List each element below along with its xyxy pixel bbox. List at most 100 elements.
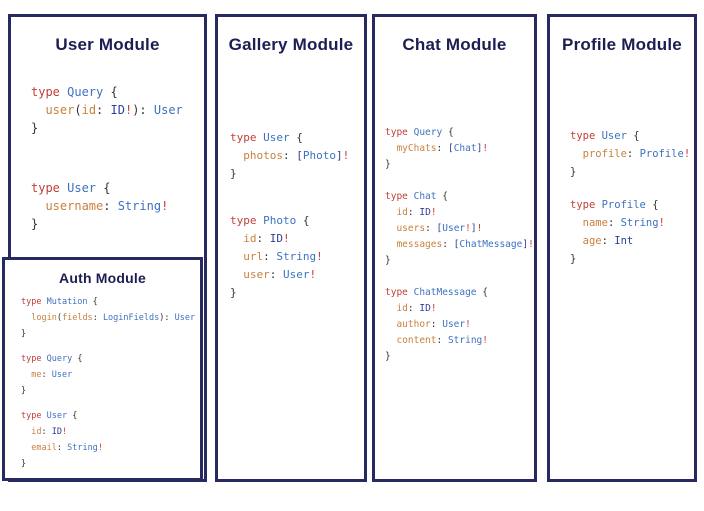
code-token-ty: Query: [46, 354, 78, 364]
code-token-pn: :: [41, 427, 52, 437]
code-token-bi: ID: [419, 207, 431, 218]
code-token-pn: }: [570, 166, 577, 178]
code-line: type Query {: [385, 125, 534, 141]
code-token-bang: !: [342, 149, 350, 162]
code-token-pn: :: [96, 103, 111, 117]
code-token-pn: }: [31, 217, 39, 231]
code-token-ty: Chat: [413, 191, 443, 202]
code-token-pn: [385, 223, 396, 234]
code-token-bi: [: [436, 223, 443, 234]
code-token-pn: [570, 217, 583, 229]
code-token-fld: photos: [243, 149, 283, 162]
code-token-pn: [230, 232, 243, 245]
code-token-bang: !: [62, 427, 68, 437]
code-line: me: User: [21, 367, 200, 383]
code-line: }: [385, 253, 534, 269]
code-token-bang: !: [430, 207, 437, 218]
code-line: type Profile {: [570, 196, 694, 214]
code-token-fld: login: [31, 313, 57, 323]
code-line: id: ID!: [230, 230, 364, 248]
code-token-ty: User: [263, 131, 297, 144]
code-token-pn: }: [21, 459, 27, 469]
code-token-bang: !: [161, 199, 169, 213]
code-line: }: [21, 383, 200, 399]
code-token-pn: :: [425, 223, 437, 234]
code-token-pn: :: [269, 268, 283, 281]
code-token-bang: !: [430, 303, 437, 314]
code-token-pn: }: [21, 386, 27, 396]
code-token-fld: user: [45, 103, 75, 117]
code-block: type ChatMessage { id: ID! author: User!…: [385, 285, 534, 365]
code-token-ty: User: [153, 103, 183, 117]
code-token-ty: LoginFields: [102, 313, 160, 323]
code-line: email: String!: [21, 440, 200, 456]
code-line: type User {: [21, 408, 200, 424]
code-line: }: [31, 215, 204, 233]
code-block: type Query { user(id: ID!): User}: [31, 83, 204, 137]
code-token-fld: profile: [582, 148, 627, 160]
code-line: user: User!: [230, 266, 364, 284]
code-token-ty: ChatMessage: [413, 287, 483, 298]
code-token-bi: ]: [476, 143, 483, 154]
code-token-fld: id: [31, 427, 42, 437]
code-token-ty: User: [442, 319, 466, 330]
code-token-pn: [21, 370, 31, 380]
code-token-kw: type: [570, 130, 602, 142]
code-token-ty: Photo: [302, 149, 336, 162]
code-token-ty: Query: [413, 127, 448, 138]
code-token-pn: {: [302, 214, 310, 227]
code-token-pn: }: [385, 255, 391, 266]
code-token-ty: User: [46, 411, 73, 421]
code-token-kw: type: [21, 411, 47, 421]
code-token-ty: String: [67, 443, 98, 453]
code-token-kw: type: [385, 287, 414, 298]
code-token-fld: fields: [61, 313, 93, 323]
panel-title-profile-module: Profile Module: [562, 35, 682, 54]
code-token-bi: ID: [419, 303, 431, 314]
code-line: users: [User!]!: [385, 221, 534, 237]
code-token-ty: User: [174, 313, 196, 323]
code-token-pn: {: [442, 191, 448, 202]
code-token-fld: user: [243, 268, 270, 281]
code-token-pn: [21, 313, 31, 323]
code-block: type User { photos: [Photo]!}: [230, 129, 364, 183]
code-token-kw: type: [21, 354, 47, 364]
code-token-pn: :: [283, 149, 297, 162]
code-token-bi: ID: [269, 232, 283, 245]
panel-auth-module: Auth Module type Mutation { login(fields…: [2, 257, 203, 481]
code-token-pn: {: [296, 131, 303, 144]
code-token-ty: User: [67, 181, 104, 195]
code-line: }: [230, 165, 364, 183]
code-token-pn: :: [56, 443, 68, 453]
code-line: }: [21, 456, 200, 472]
code-token-pn: [230, 250, 243, 263]
code-token-fld: myChats: [396, 143, 437, 154]
code-token-ty: Mutation: [46, 297, 93, 307]
code-token-pn: ):: [132, 103, 154, 117]
code-block: type Profile { name: String! age: Int}: [570, 196, 694, 268]
code-line: url: String!: [230, 248, 364, 266]
code-token-pn: ):: [159, 313, 175, 323]
code-token-pn: {: [77, 354, 83, 364]
code-token-pn: [230, 268, 243, 281]
code-token-pn: }: [570, 253, 577, 265]
code-token-pn: [385, 239, 396, 250]
code-token-pn: :: [92, 313, 103, 323]
code-token-pn: }: [31, 121, 39, 135]
code-line: }: [385, 157, 534, 173]
code-token-pn: [570, 235, 583, 247]
code-line: type Photo {: [230, 212, 364, 230]
code-token-pn: [385, 207, 396, 218]
code-token-kw: type: [230, 131, 264, 144]
code-line: type Mutation {: [21, 294, 200, 310]
code-line: login(fields: LoginFields): User: [21, 310, 200, 326]
code-token-fld: url: [243, 250, 264, 263]
code-token-bi: [: [447, 143, 454, 154]
code-line: myChats: [Chat]!: [385, 141, 534, 157]
panel-profile-module: Profile Module type User { profile: Prof…: [547, 14, 697, 482]
code-token-pn: }: [230, 286, 237, 299]
code-token-fld: content: [396, 335, 437, 346]
code-token-fld: email: [31, 443, 57, 453]
code-token-bang: !: [683, 148, 691, 160]
